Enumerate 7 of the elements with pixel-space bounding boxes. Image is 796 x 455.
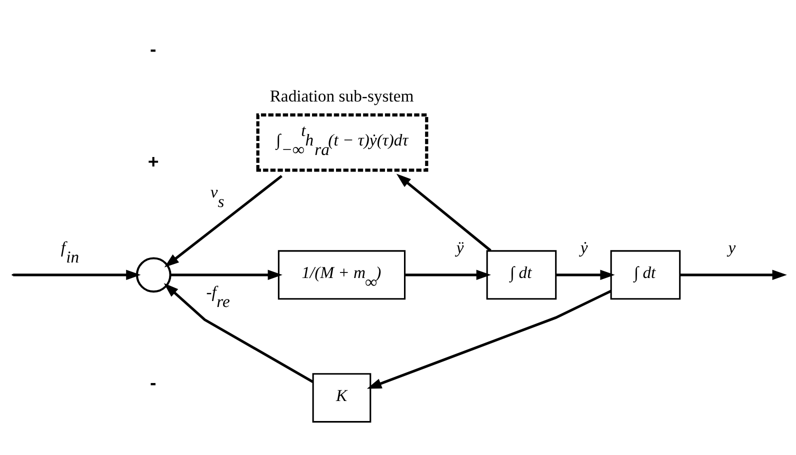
label: - [150, 38, 156, 60]
label: - [150, 372, 156, 393]
edge-label: y [728, 238, 736, 257]
node-label: Radiation sub-system [270, 86, 414, 106]
label: + [148, 151, 159, 172]
edge-label: ẏ [580, 238, 588, 257]
edge-label: ÿ [456, 238, 464, 257]
